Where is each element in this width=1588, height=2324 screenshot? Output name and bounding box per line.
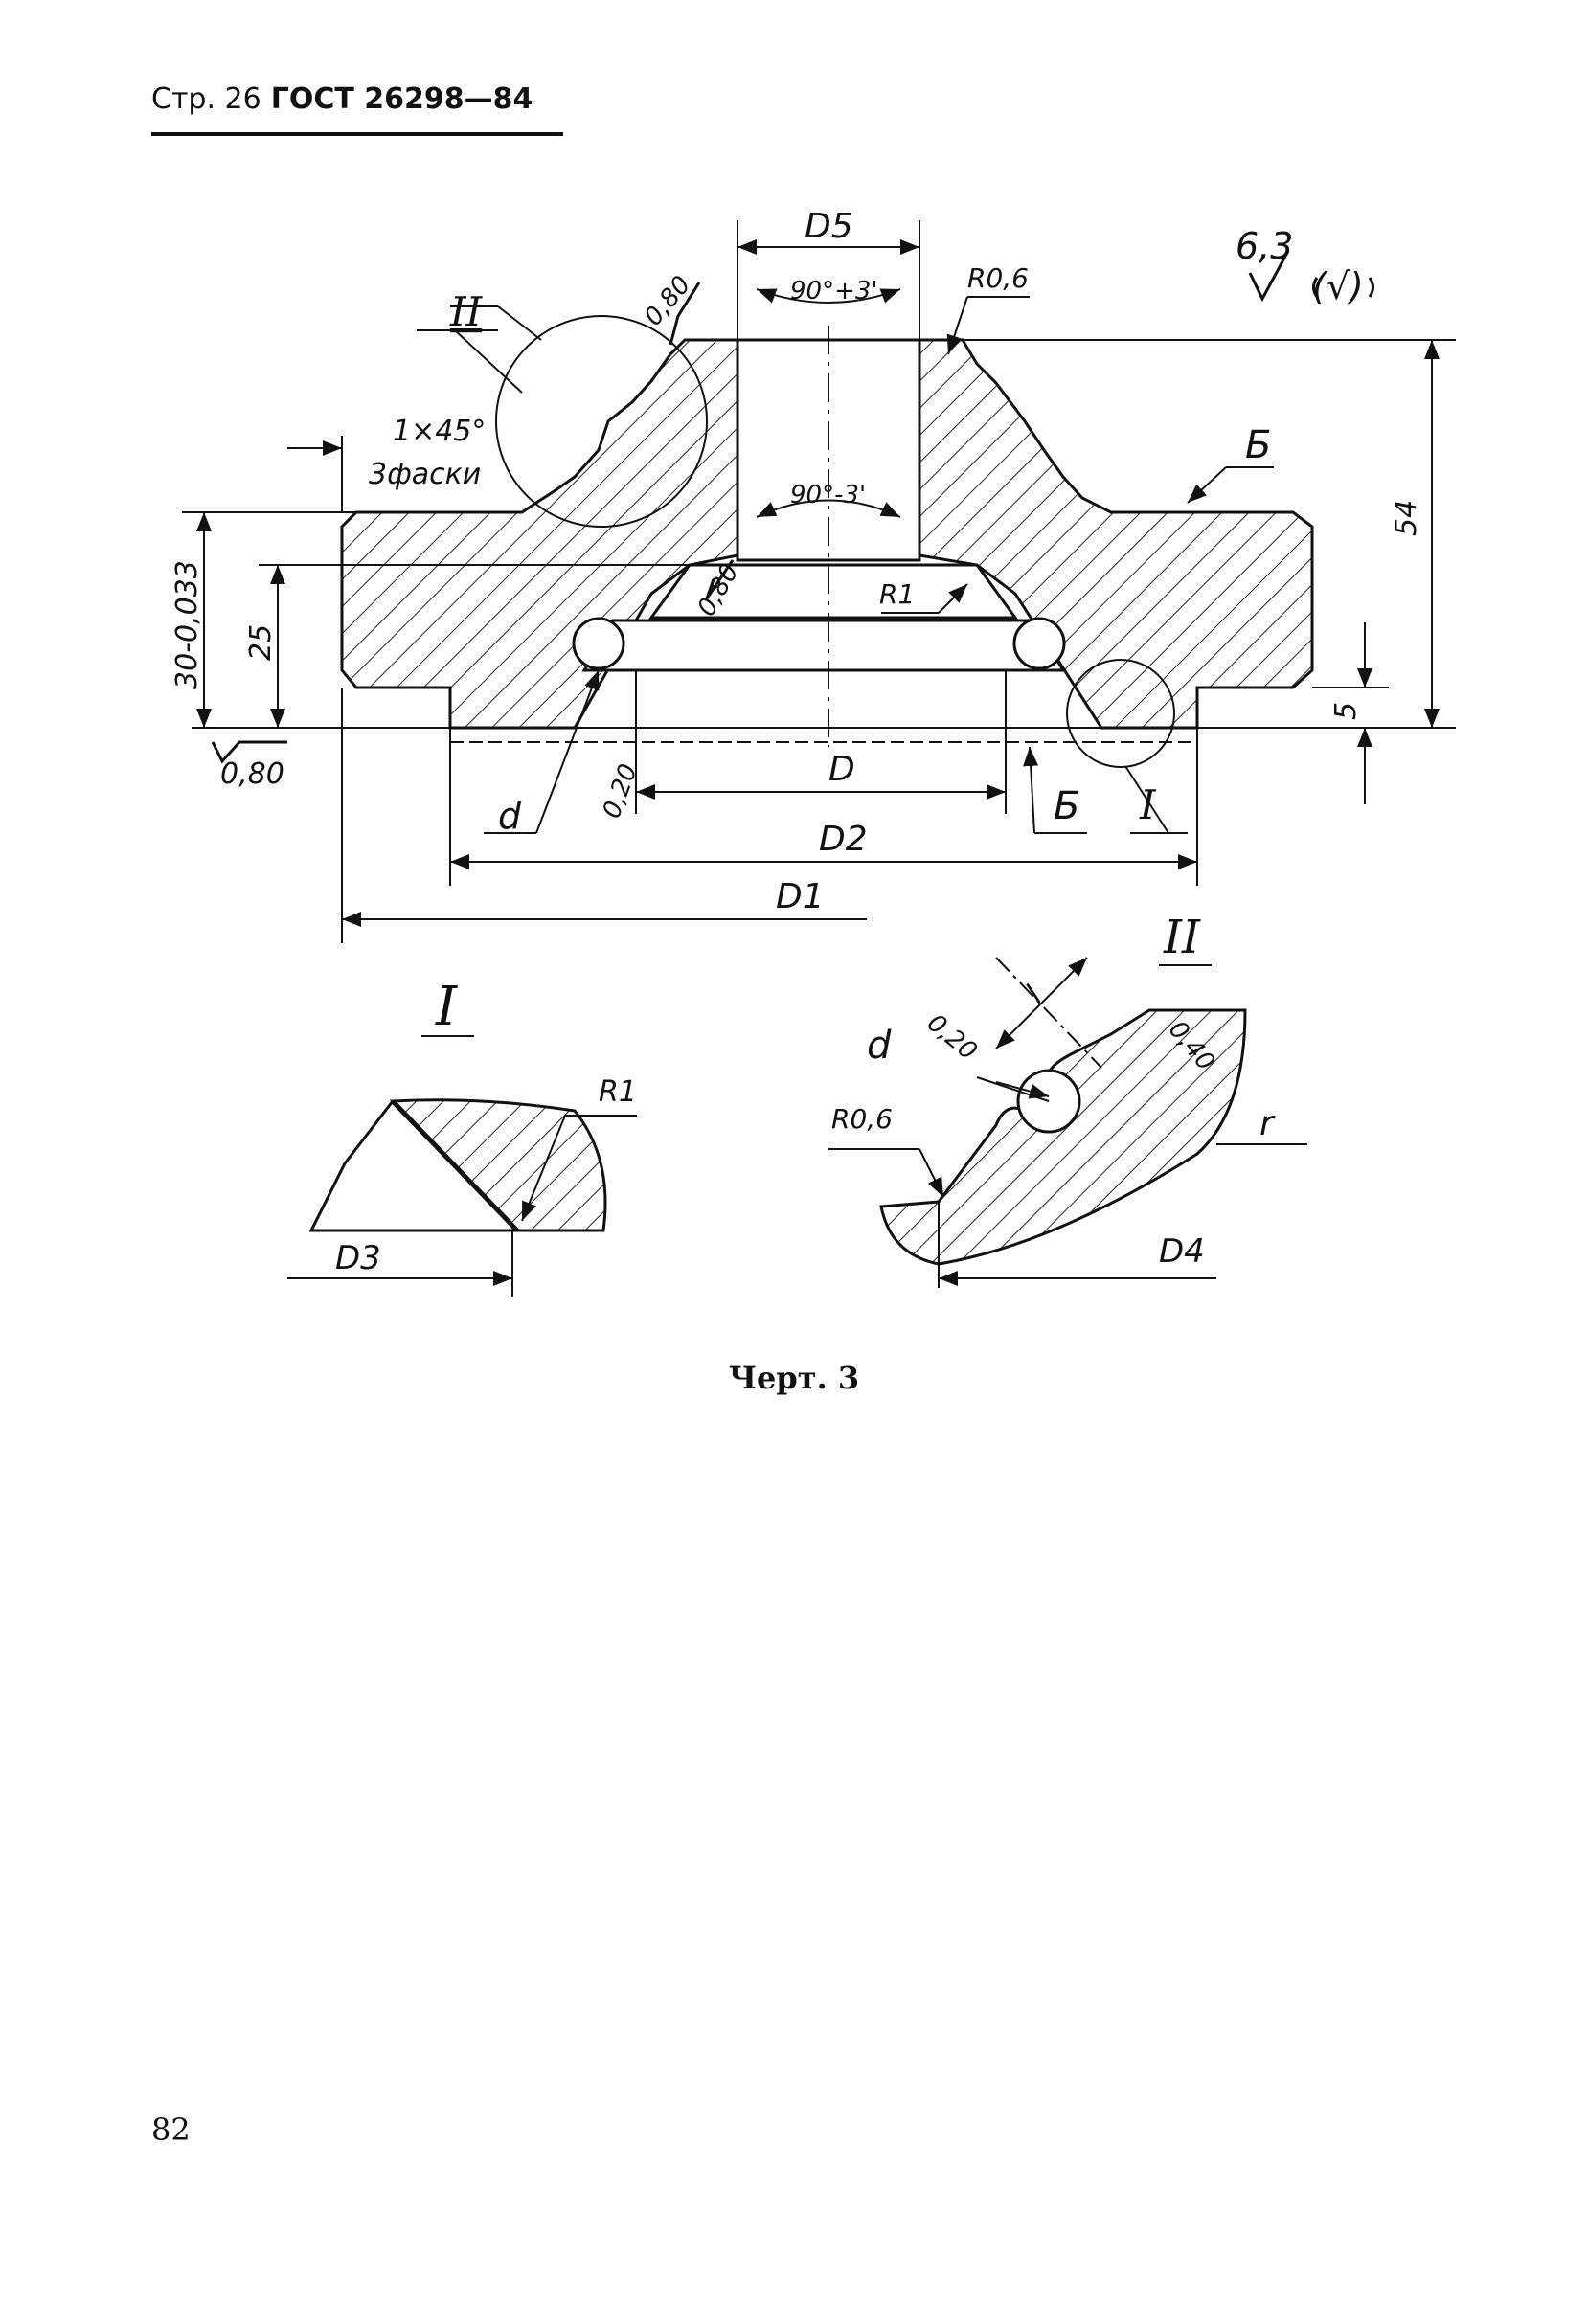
label-h5: 5 [1329,702,1363,720]
balls [572,617,1066,670]
header-rule [151,132,563,136]
standard-number: ГОСТ 26298—84 [270,82,533,116]
detail-i-view: I R1 D3 [287,976,637,1297]
label-angle-mid: 90°-3' [790,481,866,509]
label-chamfer-note: 3фаски [369,458,481,491]
label-dim-d: D [828,750,855,789]
detail-ii-view: II l d 0,20 0,40 R0,6 r D4 [828,911,1307,1288]
detail-ii-l: l [1019,980,1049,1009]
label-view-b2: Б [1054,784,1079,828]
label-h30: 30-0,033 [170,560,204,689]
label-roughness-main: 6,3 [1236,225,1293,267]
detail-ii-r06: R0,6 [831,1103,893,1135]
label-dim-d2: D2 [819,820,868,859]
detail-ii-r: r [1259,1104,1276,1143]
detail-ii-title: II [1163,911,1201,964]
figure-caption: Черт. 3 [728,1360,860,1396]
page-number: 82 [151,2111,191,2148]
label-d5: D5 [805,207,853,246]
detail-i-title: I [435,976,459,1038]
label-rough-080c: 0,80 [220,757,284,791]
detail-circle-ii [495,315,708,528]
detail-i-d3: D3 [335,1239,381,1277]
label-r06: R0,6 [967,262,1029,294]
label-angle-top: 90°+3' [790,277,878,305]
label-detail-i: I [1139,781,1157,828]
label-h25: 25 [244,624,278,661]
detail-ii-d: d [867,1024,892,1068]
label-view-b: Б [1245,423,1271,467]
label-chamfer-size: 1×45° [393,415,486,448]
page-label: Стр. 26 [151,82,261,116]
label-h54: 54 [1390,500,1423,536]
label-dim-d1: D1 [776,877,825,916]
label-r1: R1 [879,578,915,610]
detail-ii-d4: D4 [1159,1232,1205,1271]
detail-i-r1: R1 [599,1075,637,1109]
label-d-ball: d [498,795,522,837]
label-roughness-other: (√) [1312,265,1364,307]
label-detail-ii: II [449,288,484,335]
detail-circle-i [1066,659,1175,768]
detail-ii-rough-020: 0,20 [921,1008,983,1066]
page-header: Стр. 26 ГОСТ 26298—84 [151,82,533,116]
